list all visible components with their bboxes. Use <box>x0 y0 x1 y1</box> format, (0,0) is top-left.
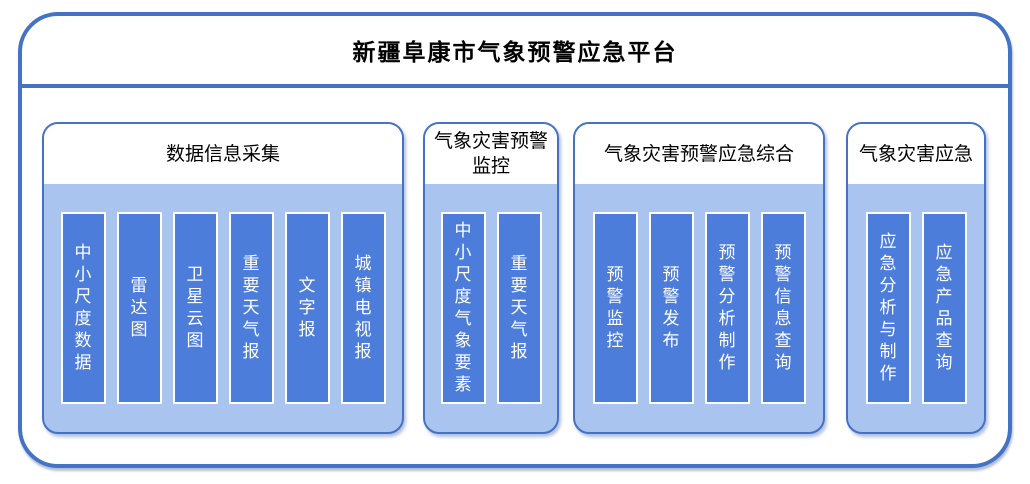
module-town-tv-report: 城 镇 电 视 报 <box>340 212 386 404</box>
page-title: 新疆阜康市气象预警应急平台 <box>352 39 678 65</box>
group-disaster-emergency-body: 应 急 分 析 与 制 作 应 急 产 品 查 询 <box>848 184 984 432</box>
group-data-collection-title: 数据信息采集 <box>44 124 402 184</box>
module-warning-monitoring: 预 警 监 控 <box>592 212 638 404</box>
group-disaster-emergency: 气象灾害应急 应 急 分 析 与 制 作 应 急 产 品 查 询 <box>846 122 986 434</box>
module-warning-analysis-production: 预 警 分 析 制 作 <box>704 212 750 404</box>
group-warning-monitoring: 气象灾害预警监控 中 小 尺 度 气 象 要 素 重 要 天 气 报 <box>423 122 559 434</box>
module-satellite-cloud-image: 卫 星 云 图 <box>172 212 218 404</box>
group-data-collection-body: 中 小 尺 度 数 据 雷 达 图 卫 星 云 图 重 要 天 气 报 文 字 … <box>44 184 402 432</box>
module-mesoscale-met-elements: 中 小 尺 度 气 象 要 素 <box>440 212 486 404</box>
group-warning-emergency-comprehensive-title: 气象灾害预警应急综合 <box>575 124 823 184</box>
module-radar-chart: 雷 达 图 <box>116 212 162 404</box>
group-disaster-emergency-title: 气象灾害应急 <box>848 124 984 184</box>
module-emergency-product-query: 应 急 产 品 查 询 <box>921 212 967 404</box>
module-mesoscale-data: 中 小 尺 度 数 据 <box>60 212 106 404</box>
title-bar: 新疆阜康市气象预警应急平台 <box>22 16 1008 88</box>
module-emergency-analysis-production: 应 急 分 析 与 制 作 <box>865 212 911 404</box>
platform-frame: 新疆阜康市气象预警应急平台 数据信息采集 中 小 尺 度 数 据 雷 达 图 卫… <box>18 12 1012 468</box>
module-text-report: 文 字 报 <box>284 212 330 404</box>
group-warning-emergency-comprehensive-body: 预 警 监 控 预 警 发 布 预 警 分 析 制 作 预 警 信 息 查 询 <box>575 184 823 432</box>
module-important-weather-report-monitor: 重 要 天 气 报 <box>496 212 542 404</box>
module-important-weather-report: 重 要 天 气 报 <box>228 212 274 404</box>
module-warning-info-query: 预 警 信 息 查 询 <box>760 212 806 404</box>
group-warning-emergency-comprehensive: 气象灾害预警应急综合 预 警 监 控 预 警 发 布 预 警 分 析 制 作 预… <box>573 122 825 434</box>
group-warning-monitoring-title: 气象灾害预警监控 <box>425 124 557 184</box>
group-warning-monitoring-body: 中 小 尺 度 气 象 要 素 重 要 天 气 报 <box>425 184 557 432</box>
groups-row: 数据信息采集 中 小 尺 度 数 据 雷 达 图 卫 星 云 图 重 要 天 气… <box>42 122 988 434</box>
group-data-collection: 数据信息采集 中 小 尺 度 数 据 雷 达 图 卫 星 云 图 重 要 天 气… <box>42 122 404 434</box>
module-warning-release: 预 警 发 布 <box>648 212 694 404</box>
